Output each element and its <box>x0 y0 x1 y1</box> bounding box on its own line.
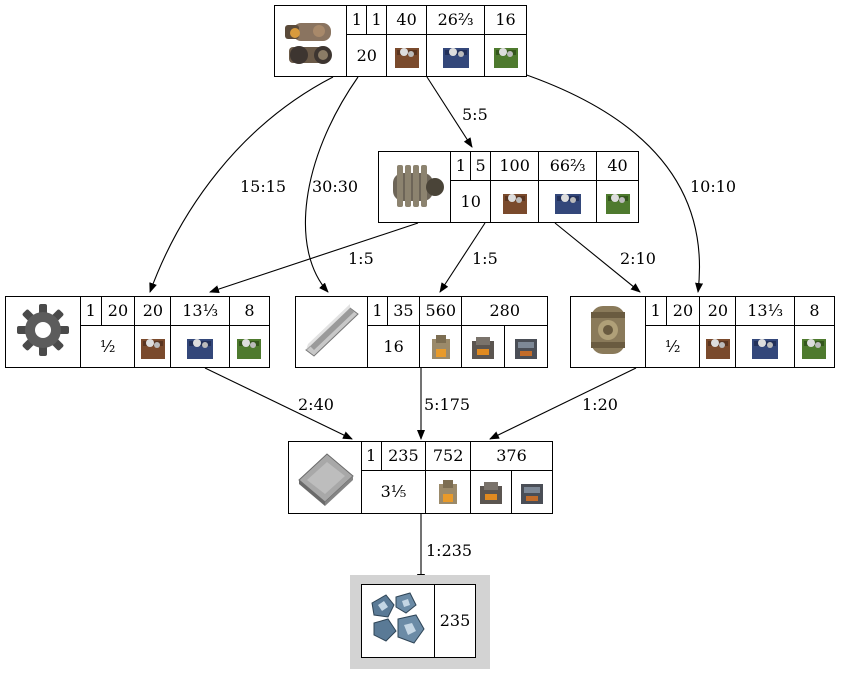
edge-engine-pipe <box>554 222 641 293</box>
edge-label: 1:5 <box>472 249 498 268</box>
node-engine-unit[interactable]: 1 5 100 66²⁄₃ 40 10 <box>377 151 639 223</box>
edge-cannon-gear <box>149 76 334 293</box>
green-assembler-icon <box>484 34 527 77</box>
cell-value: 20 <box>699 296 737 326</box>
edge-label: 15:15 <box>240 177 286 196</box>
steel-furnace-icon <box>469 470 512 514</box>
cell-value: 560 <box>419 296 463 326</box>
edge-gear-iron <box>204 367 353 440</box>
wooden-assembler-icon <box>699 325 737 368</box>
wooden-assembler-icon <box>490 180 540 223</box>
cell-value: 8 <box>228 296 271 326</box>
blue-assembler-icon <box>170 325 230 368</box>
cell-value: 1 <box>79 296 102 326</box>
cell-value: 40 <box>596 151 639 181</box>
cannon-turret-icon <box>273 5 348 77</box>
machine-count: 16 <box>367 325 421 368</box>
edge-engine-steel <box>439 222 486 293</box>
machine-count: ¹⁄₂ <box>644 325 701 368</box>
cell-value: 1 <box>367 296 388 326</box>
stone-furnace-icon <box>425 470 471 514</box>
cell-value: 235 <box>380 441 427 471</box>
cell-value: 40 <box>386 5 428 35</box>
node-iron-gear[interactable]: 1 20 20 13¹⁄₃ 8 ¹⁄₂ <box>5 296 271 368</box>
cell-value: 20 <box>134 296 172 326</box>
edge-cannon-engine <box>426 76 473 148</box>
cell-value: 100 <box>490 151 540 181</box>
cell-value: 1 <box>346 5 368 35</box>
edge-label: 1:235 <box>426 541 472 560</box>
cell-value: 1 <box>644 296 667 326</box>
wooden-assembler-icon <box>134 325 172 368</box>
node-pipe[interactable]: 1 20 20 13¹⁄₃ 8 ¹⁄₂ <box>570 296 836 368</box>
cell-value: 8 <box>793 296 836 326</box>
edge-cannon-pipe <box>511 69 704 293</box>
electric-furnace-icon <box>510 470 554 514</box>
cell-value: 66²⁄₃ <box>538 151 598 181</box>
blue-assembler-icon <box>538 180 598 223</box>
edge-label: 1:5 <box>348 249 374 268</box>
cell-value: 1 <box>366 5 388 35</box>
cell-value: 35 <box>386 296 421 326</box>
node-cannon-turret[interactable]: 1 1 40 26²⁄₃ 16 20 <box>273 5 527 77</box>
edge-label: 10:10 <box>690 177 736 196</box>
machine-count: 20 <box>346 34 388 77</box>
cell-value: 13¹⁄₃ <box>735 296 795 326</box>
iron-ore-icon <box>361 584 435 658</box>
iron-plate-icon <box>288 441 362 514</box>
node-iron-ore[interactable]: 235 <box>361 584 476 658</box>
ore-amount: 235 <box>434 584 476 658</box>
stone-furnace-icon <box>419 325 463 368</box>
cell-value: 1 <box>450 151 472 181</box>
edge-engine-gear <box>209 222 419 293</box>
cell-value: 5 <box>470 151 492 181</box>
cell-value: 13¹⁄₃ <box>170 296 230 326</box>
blue-assembler-icon <box>426 34 486 77</box>
green-assembler-icon <box>228 325 271 368</box>
wooden-assembler-icon <box>386 34 428 77</box>
machine-count: ¹⁄₂ <box>79 325 136 368</box>
edge-label: 5:5 <box>462 105 488 124</box>
electric-furnace-icon <box>504 325 548 368</box>
cell-value: 1 <box>360 441 382 471</box>
steel-beam-icon <box>294 296 369 368</box>
cell-value: 752 <box>425 441 471 471</box>
green-assembler-icon <box>596 180 639 223</box>
edge-pipe-iron <box>489 367 637 440</box>
cell-value: 280 <box>461 296 548 326</box>
cell-value: 16 <box>484 5 527 35</box>
node-iron-plate[interactable]: 1 235 752 376 3¹⁄₅ <box>288 441 554 514</box>
edge-cannon-steel <box>304 76 359 293</box>
edge-label: 2:10 <box>620 249 656 268</box>
edge-label: 2:40 <box>298 395 334 414</box>
cell-value: 376 <box>469 441 554 471</box>
edge-label: 1:20 <box>582 395 618 414</box>
machine-count: 10 <box>450 180 492 223</box>
machine-count: 3¹⁄₅ <box>360 470 427 514</box>
edge-label: 30:30 <box>312 177 358 196</box>
green-assembler-icon <box>793 325 836 368</box>
pipe-icon <box>570 296 646 368</box>
cell-value: 20 <box>100 296 136 326</box>
iron-gear-icon <box>5 296 81 368</box>
cell-value: 20 <box>665 296 701 326</box>
blue-assembler-icon <box>735 325 795 368</box>
engine-unit-icon <box>377 151 452 223</box>
steel-furnace-icon <box>461 325 506 368</box>
cell-value: 26²⁄₃ <box>426 5 486 35</box>
node-steel-beam[interactable]: 1 35 560 280 16 <box>294 296 548 368</box>
edge-label: 5:175 <box>424 395 470 414</box>
